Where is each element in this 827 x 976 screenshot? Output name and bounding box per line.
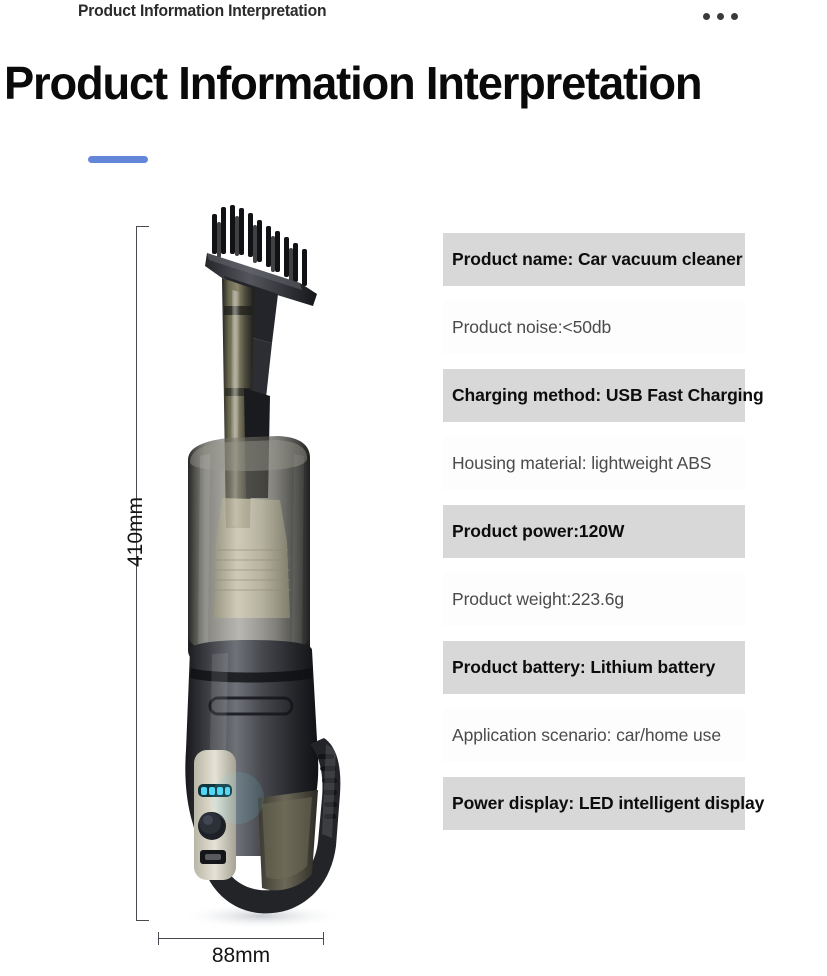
menu-dot-1 <box>703 12 710 20</box>
width-dimension-label: 88mm <box>211 944 271 967</box>
height-dimension-tick-bottom <box>136 920 149 921</box>
spec-row-product-power: Product power:120W <box>443 505 745 558</box>
spec-text: Application scenario: car/home use <box>452 725 721 745</box>
height-dimension-line <box>136 226 137 920</box>
topbar-title: Product Information Interpretation <box>78 1 327 20</box>
handle-grip <box>192 738 341 914</box>
spec-row-application-scenario: Application scenario: car/home use <box>443 709 745 762</box>
height-dimension-label: 410mm <box>124 496 147 568</box>
spec-row-product-noise: Product noise:<50db <box>443 301 745 354</box>
dust-cup <box>188 436 310 670</box>
spec-row-product-battery: Product battery: Lithium battery <box>443 641 745 694</box>
top-navigation-bar: Product Information Interpretation <box>0 0 827 34</box>
spec-row-product-name: Product name: Car vacuum cleaner <box>443 233 745 286</box>
height-dimension-tick-top <box>136 226 149 227</box>
width-dimension-tick-left <box>158 932 159 945</box>
brush-attachment <box>205 205 317 398</box>
more-horizontal-icon[interactable] <box>703 6 751 26</box>
led-battery-indicator <box>198 784 232 797</box>
spec-text: Charging method: USB Fast Charging <box>452 385 764 405</box>
spec-text: Power display: LED intelligent display <box>452 793 765 813</box>
spec-text: Product battery: Lithium battery <box>452 657 716 677</box>
page-title: Product Information Interpretation <box>4 57 703 109</box>
spec-text: Product name: Car vacuum cleaner <box>452 249 743 269</box>
spec-text: Product power:120W <box>452 521 625 541</box>
spec-row-product-weight: Product weight:223.6g <box>443 573 745 626</box>
width-dimension-tick-right <box>323 932 324 945</box>
spec-row-power-display: Power display: LED intelligent display <box>443 777 764 830</box>
spec-text: Housing material: lightweight ABS <box>452 453 712 473</box>
product-spec-list: Product name: Car vacuum cleaner Product… <box>443 233 764 845</box>
spec-row-charging-method: Charging method: USB Fast Charging <box>443 369 764 422</box>
spec-row-housing-material: Housing material: lightweight ABS <box>443 437 745 490</box>
menu-dot-2 <box>717 12 724 20</box>
width-dimension-line <box>158 938 323 939</box>
menu-dot-3 <box>731 12 738 20</box>
spec-text: Product noise:<50db <box>452 317 612 337</box>
product-image-panel: 410mm <box>95 190 425 976</box>
control-panel <box>194 750 236 880</box>
accent-underline-bar <box>88 156 148 163</box>
spec-text: Product weight:223.6g <box>452 589 625 609</box>
car-vacuum-cleaner-image <box>150 198 380 928</box>
